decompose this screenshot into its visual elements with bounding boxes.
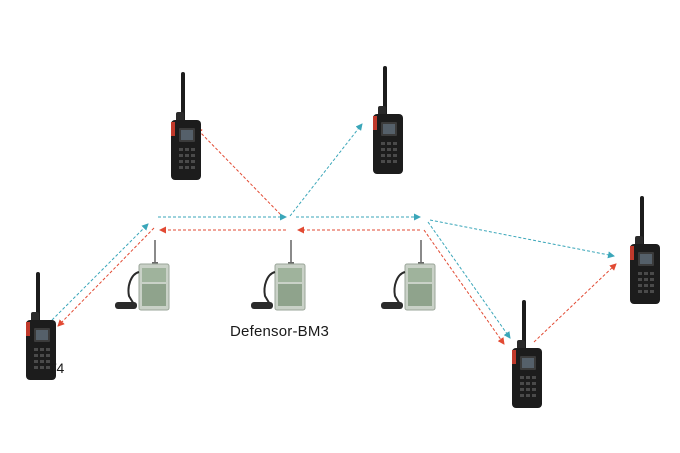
walkie-talkie-icon: [630, 196, 660, 304]
link-blue-hub-center-to-radio-top-middle: [289, 123, 363, 217]
repeater-unit-icon: [250, 239, 306, 311]
handheld-radio-label: T4: [48, 360, 65, 376]
repeater-unit-icon: [380, 239, 436, 311]
walkie-talkie-icon: [512, 300, 542, 408]
walkie-talkie-icon: [373, 66, 403, 174]
repeater-unit-icon: [114, 239, 170, 311]
link-blue-right-hub-to-radio-bottom: [427, 221, 511, 339]
link-blue-right-hub-to-radio-right: [429, 219, 615, 259]
link-red-left-hub-to-t4: [57, 227, 155, 327]
link-blue-t4-to-left-hub: [51, 223, 149, 321]
repeater-label: Defensor-BM3: [230, 323, 330, 340]
walkie-talkie-icon: [171, 72, 201, 180]
link-red-right-hub-to-radio-bottom: [423, 229, 505, 345]
link-red-hub-left-to-radio-top-left: [195, 127, 285, 219]
link-red-radio-bottom-to-radio-right: [533, 263, 617, 343]
